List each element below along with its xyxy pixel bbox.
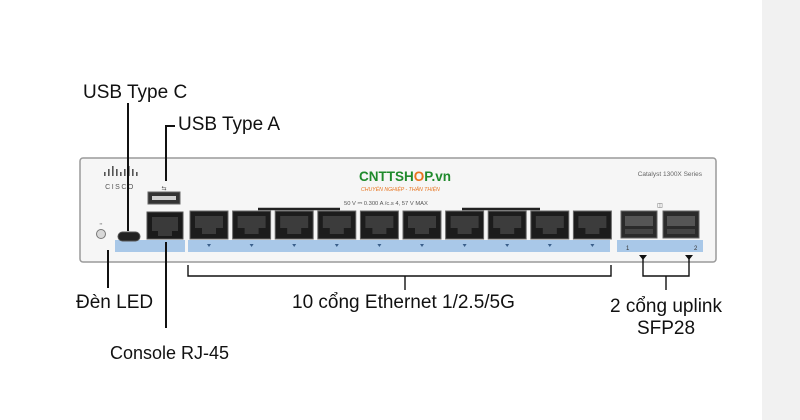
console-port (146, 211, 184, 240)
console-leader (165, 242, 167, 328)
led-leader (107, 250, 109, 288)
ethernet-port (402, 210, 442, 247)
ethernet-port (189, 210, 229, 247)
usb-a-leader-v (165, 125, 167, 181)
sfp-label-line2: SFP28 (636, 318, 696, 339)
watermark: CNTTSHOP.vn CHUYÊN NGHIỆP - THÂN THIỆN (359, 169, 451, 193)
led-indicator (96, 229, 106, 239)
usb-c-port (117, 231, 141, 242)
sfp-arrow-right (685, 255, 693, 260)
sfp-icon: ◫ (657, 203, 663, 209)
sfp-port-2 (662, 210, 700, 239)
sfp-arrow-left (639, 255, 647, 260)
usb-a-label: USB Type A (178, 114, 281, 135)
port-strip-ethernet (188, 240, 610, 252)
ethernet-ports (189, 210, 612, 247)
cisco-logo (104, 166, 138, 176)
ethernet-port (487, 210, 527, 247)
ethernet-port (359, 210, 399, 247)
svg-text:CNTTSHOP.vn: CNTTSHOP.vn (359, 169, 451, 184)
ethernet-port (232, 210, 272, 247)
sfp-number-1: 1 (626, 246, 630, 252)
brand-text: CISCO (105, 184, 135, 191)
svg-text:CHUYÊN NGHIỆP - THÂN THIỆN: CHUYÊN NGHIỆP - THÂN THIỆN (361, 185, 440, 193)
usb-a-leader-h (165, 125, 175, 127)
ethernet-port (445, 210, 485, 247)
sfp-label-line1: 2 cổng uplink (610, 296, 722, 317)
ethernet-bracket (187, 265, 612, 290)
series-label: Catalyst 1300X Series (638, 171, 703, 178)
port-strip-left (115, 240, 185, 252)
ethernet-port (274, 210, 314, 247)
usb-c-leader (127, 103, 129, 231)
sfp-port-1 (620, 210, 658, 239)
ethernet-label: 10 cổng Ethernet 1/2.5/5G (292, 292, 515, 313)
poe-text: 50 V ⎓ 0.300 A /c.s 4, 57 V MAX (344, 201, 428, 207)
sfp-bracket (642, 258, 690, 290)
usb-icon: ⇆ (161, 185, 166, 192)
console-label: Console RJ-45 (110, 343, 230, 363)
port-strip-sfp (617, 240, 703, 252)
usb-a-port-tongue (152, 196, 176, 200)
ethernet-port (572, 210, 612, 247)
sfp-number-2: 2 (694, 246, 698, 252)
led-label: Đèn LED (76, 292, 154, 313)
ethernet-port (317, 210, 357, 247)
led-mark: ▪▪ (100, 221, 103, 226)
ethernet-port (530, 210, 570, 247)
background-strip (762, 0, 800, 420)
usb-c-label: USB Type C (83, 82, 188, 103)
